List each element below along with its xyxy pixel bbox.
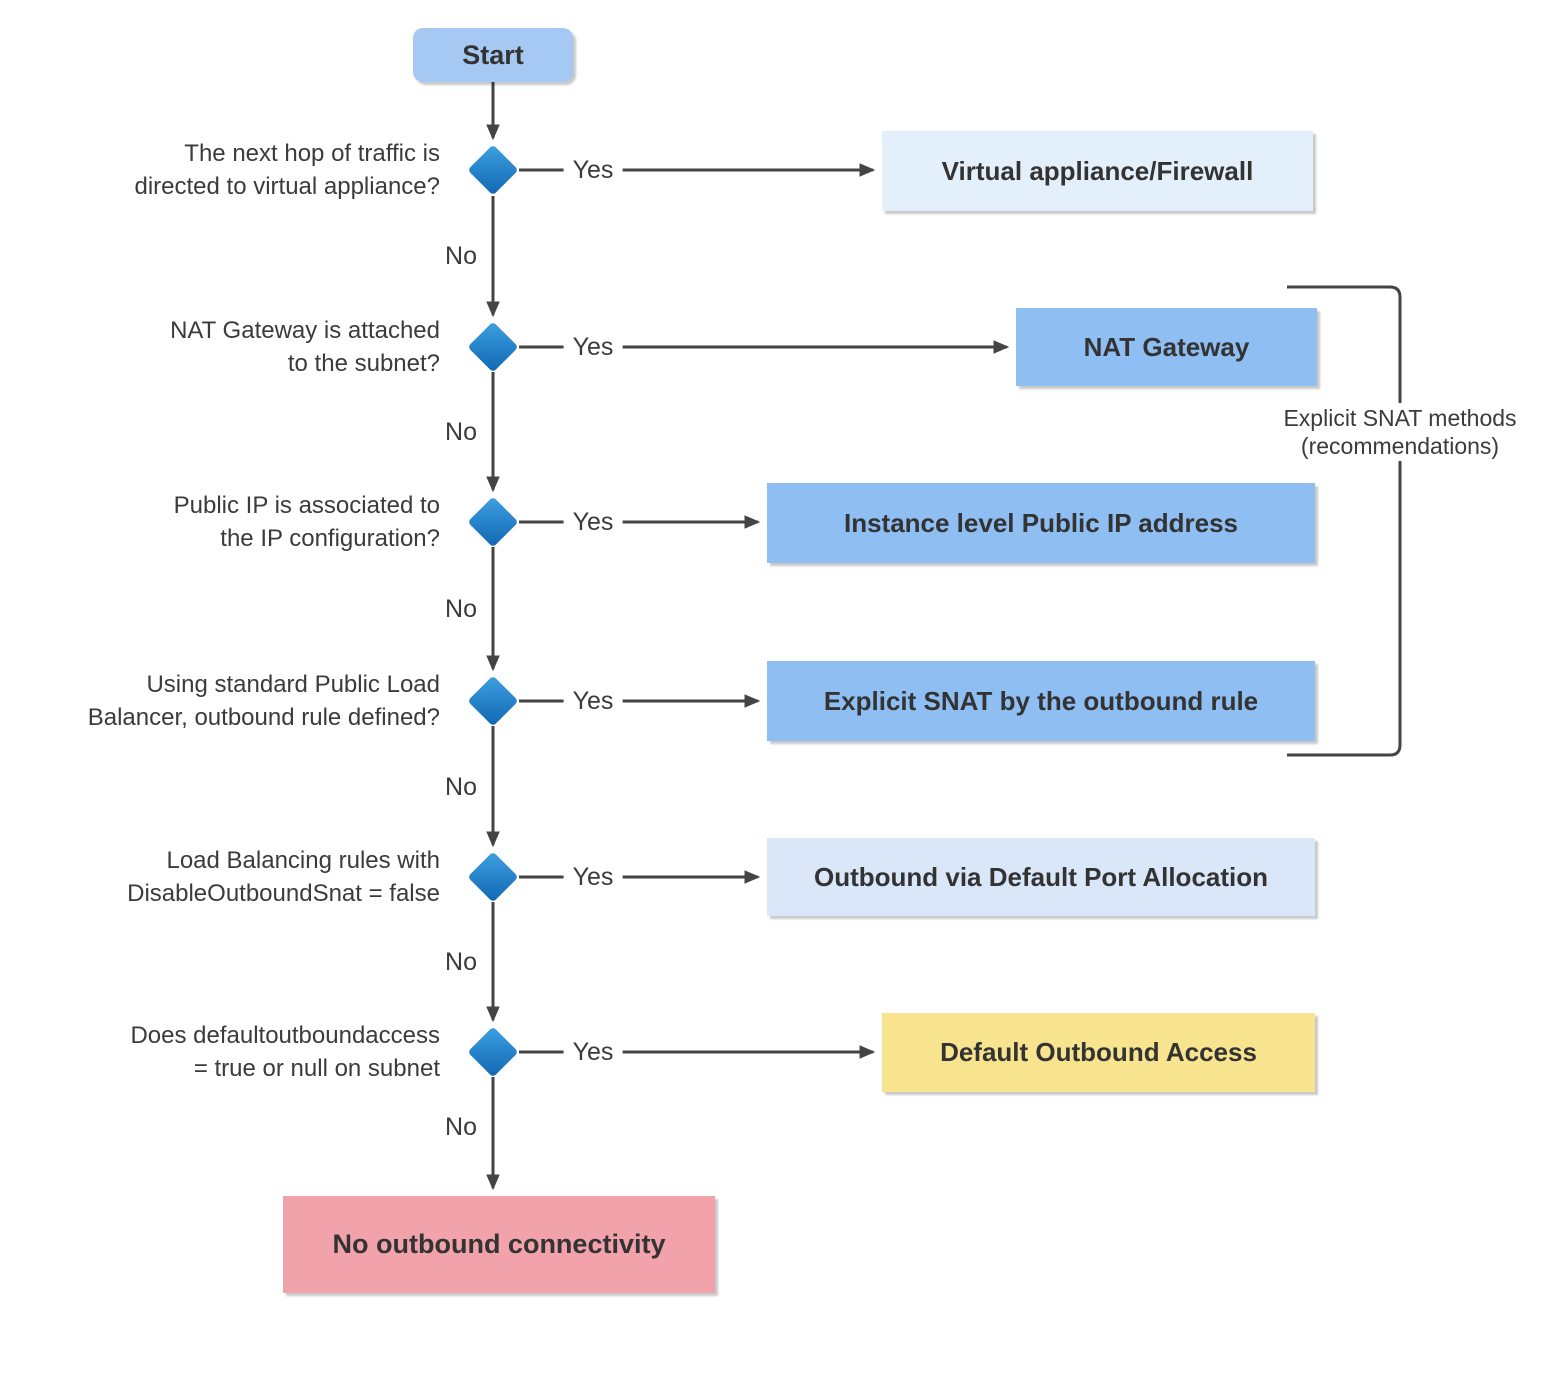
snat-bracket-note: Explicit SNAT methods (recommendations)	[1279, 403, 1521, 461]
outcome-default-outbound-access: Default Outbound Access	[882, 1013, 1315, 1092]
diamond-nat-gateway-icon	[467, 321, 519, 373]
outcome-default-port-allocation: Outbound via Default Port Allocation	[767, 838, 1315, 916]
question-disable-outbound-snat: Load Balancing rules with DisableOutboun…	[127, 844, 440, 910]
no-label-6: No	[445, 1112, 477, 1142]
question-next-hop: The next hop of traffic is directed to v…	[134, 137, 440, 203]
yes-label-2: Yes	[563, 332, 623, 362]
diamond-public-ip-icon	[467, 496, 519, 548]
question-line: Does defaultoutboundaccess	[130, 1022, 440, 1049]
outcome-explicit-snat-outbound-rule: Explicit SNAT by the outbound rule	[767, 661, 1315, 741]
question-line: = true or null on subnet	[193, 1055, 440, 1082]
diamond-disable-outbound-snat-icon	[467, 851, 519, 903]
no-label-1: No	[445, 241, 477, 271]
diamond-load-balancer-rule-icon	[467, 675, 519, 727]
snat-bracket-note-line: Explicit SNAT methods	[1283, 405, 1517, 431]
question-nat-gateway: NAT Gateway is attached to the subnet?	[170, 314, 440, 380]
yes-label-3: Yes	[563, 507, 623, 537]
question-line: Load Balancing rules with	[166, 847, 440, 874]
yes-label-5: Yes	[563, 862, 623, 892]
no-label-5: No	[445, 947, 477, 977]
question-load-balancer-rule: Using standard Public Load Balancer, out…	[88, 668, 440, 734]
no-label-3: No	[445, 594, 477, 624]
no-label-2: No	[445, 417, 477, 447]
question-line: the IP configuration?	[220, 525, 440, 552]
question-line: to the subnet?	[287, 350, 440, 377]
question-default-outbound: Does defaultoutboundaccess = true or nul…	[130, 1019, 440, 1085]
question-line: Balancer, outbound rule defined?	[87, 704, 440, 731]
question-line: DisableOutboundSnat = false	[127, 880, 440, 907]
outcome-instance-level-public-ip: Instance level Public IP address	[767, 483, 1315, 563]
start-node: Start	[413, 28, 573, 82]
question-line: Using standard Public Load	[146, 671, 440, 698]
no-label-4: No	[445, 772, 477, 802]
snat-bracket-note-line: (recommendations)	[1300, 433, 1500, 459]
outcome-nat-gateway: NAT Gateway	[1016, 308, 1317, 386]
yes-label-4: Yes	[563, 686, 623, 716]
question-public-ip: Public IP is associated to the IP config…	[174, 489, 440, 555]
question-line: The next hop of traffic is	[184, 140, 440, 167]
question-line: directed to virtual appliance?	[134, 173, 440, 200]
yes-label-6: Yes	[563, 1037, 623, 1067]
yes-label-1: Yes	[563, 155, 623, 185]
diamond-default-outbound-icon	[467, 1026, 519, 1078]
outcome-no-outbound-connectivity: No outbound connectivity	[283, 1196, 715, 1293]
question-line: Public IP is associated to	[173, 492, 440, 519]
diamond-next-hop-icon	[467, 144, 519, 196]
question-line: NAT Gateway is attached	[170, 317, 440, 344]
outcome-virtual-appliance-firewall: Virtual appliance/Firewall	[882, 131, 1313, 211]
